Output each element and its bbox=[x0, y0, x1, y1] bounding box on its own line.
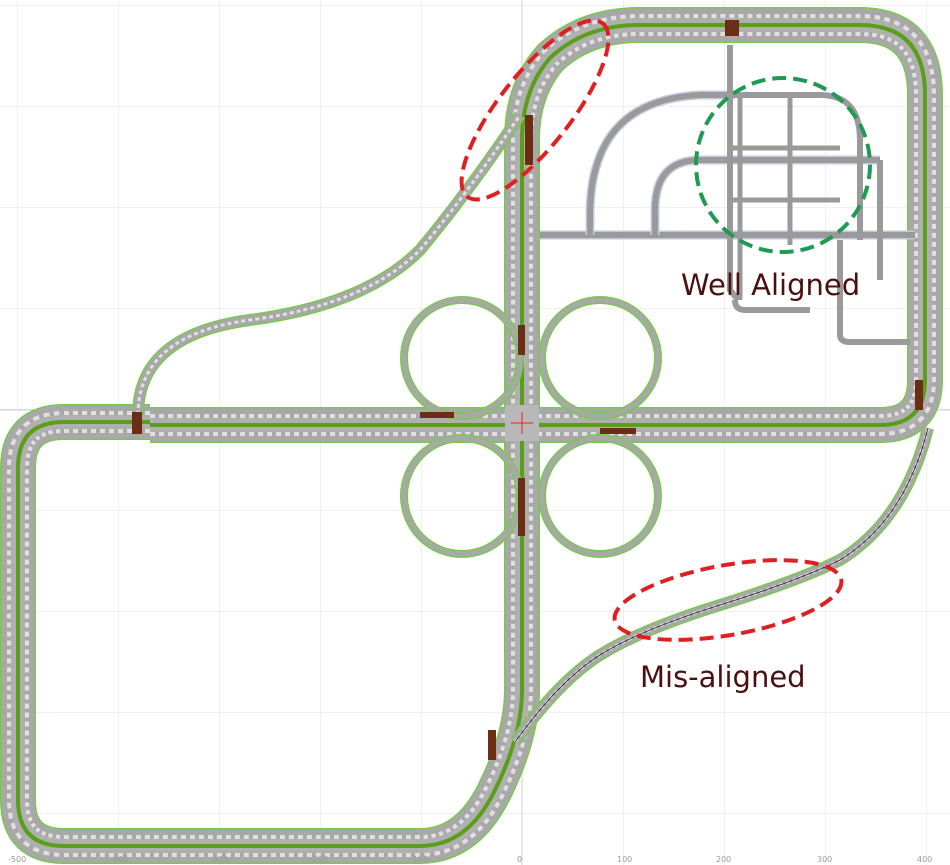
well-aligned-label: Well Aligned bbox=[681, 268, 861, 302]
northwest-connector-road[interactable] bbox=[132, 111, 525, 416]
x-tick-label: 0 bbox=[517, 855, 522, 864]
misaligned-marker-top bbox=[459, 18, 611, 202]
main-loop-road[interactable] bbox=[0, 6, 943, 864]
well-aligned-marker bbox=[694, 76, 872, 254]
mis-aligned-label: Mis-aligned bbox=[640, 660, 806, 694]
central-crossing bbox=[505, 405, 539, 441]
x-tick-label: 100 bbox=[617, 855, 632, 864]
x-axis-ticks: -500 -400 -300 -200 -100 0 100 200 300 4… bbox=[8, 855, 932, 864]
cloverleaf-interchange[interactable] bbox=[400, 296, 662, 558]
x-tick-label: 300 bbox=[817, 855, 832, 864]
x-tick-label: -300 bbox=[210, 855, 228, 864]
misaligned-marker-bottom bbox=[612, 558, 844, 642]
x-tick-label: 400 bbox=[917, 855, 932, 864]
southeast-connector-road[interactable] bbox=[510, 426, 934, 746]
x-tick-label: -100 bbox=[410, 855, 428, 864]
x-tick-label: -400 bbox=[110, 855, 128, 864]
x-tick-label: -200 bbox=[310, 855, 328, 864]
x-tick-label: -500 bbox=[8, 855, 26, 864]
x-tick-label: 200 bbox=[716, 855, 731, 864]
junction-markers bbox=[132, 20, 923, 760]
